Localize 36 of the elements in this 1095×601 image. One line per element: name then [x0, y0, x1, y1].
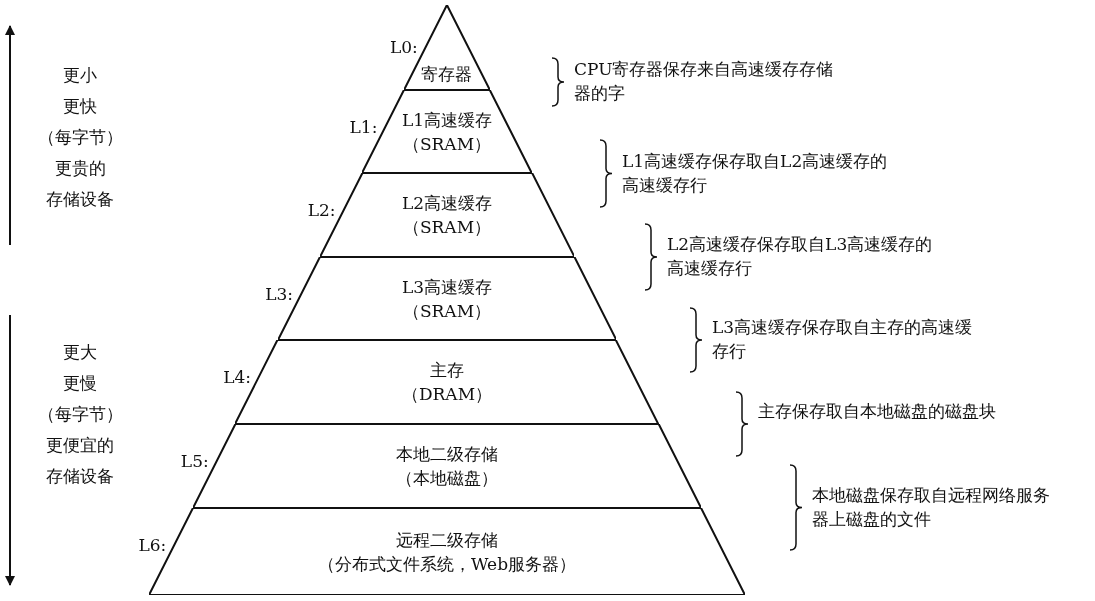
- side-note: （每字节）: [36, 126, 124, 149]
- side-note: 更慢: [62, 372, 98, 395]
- technology-label: （分布式文件系统，Web服务器）: [318, 552, 576, 576]
- description: L3高速缓存保存取自主存的高速缓存行: [712, 316, 974, 363]
- level-name: L1高速缓存: [401, 108, 493, 132]
- level-number: L0:: [389, 36, 418, 59]
- description: CPU寄存器保存来自高速缓存存储器的字: [574, 58, 835, 105]
- level-number: L2:: [307, 199, 336, 222]
- side-note: 更贵的: [53, 157, 107, 180]
- level-name: 本地二级存储: [396, 443, 498, 466]
- level-name: L3高速缓存: [401, 275, 493, 299]
- technology-label: （SRAM）: [402, 299, 492, 323]
- side-note: 更快: [62, 95, 98, 118]
- level-name: 寄存器: [421, 63, 473, 86]
- technology-label: （SRAM）: [402, 132, 492, 156]
- level-number: L3:: [265, 283, 294, 306]
- side-note: 更小: [62, 64, 98, 87]
- description: L1高速缓存保存取自L2高速缓存的高速缓存行: [622, 149, 889, 197]
- level-number: L4:: [223, 366, 252, 389]
- description: 主存保存取自本地磁盘的磁盘块: [758, 400, 997, 423]
- side-note: 更便宜的: [45, 434, 115, 457]
- level-number: L1:: [349, 116, 378, 139]
- side-note: 存储设备: [45, 465, 115, 488]
- description: L2高速缓存保存取自L3高速缓存的高速缓存行: [667, 233, 934, 280]
- technology-label: （DRAM）: [401, 383, 493, 406]
- technology-label: （SRAM）: [402, 216, 492, 239]
- side-note: 存储设备: [45, 188, 115, 211]
- level-number: L5:: [180, 450, 209, 473]
- description: 本地磁盘保存取自远程网络服务器上磁盘的文件: [812, 483, 1051, 531]
- side-note: （每字节）: [36, 403, 124, 426]
- level-name: L2高速缓存: [401, 192, 493, 215]
- level-number: L6:: [138, 534, 167, 557]
- technology-label: （本地磁盘）: [396, 467, 498, 490]
- side-note: 更大: [62, 341, 98, 364]
- level-name: 远程二级存储: [396, 528, 498, 552]
- level-name: 主存: [430, 359, 464, 382]
